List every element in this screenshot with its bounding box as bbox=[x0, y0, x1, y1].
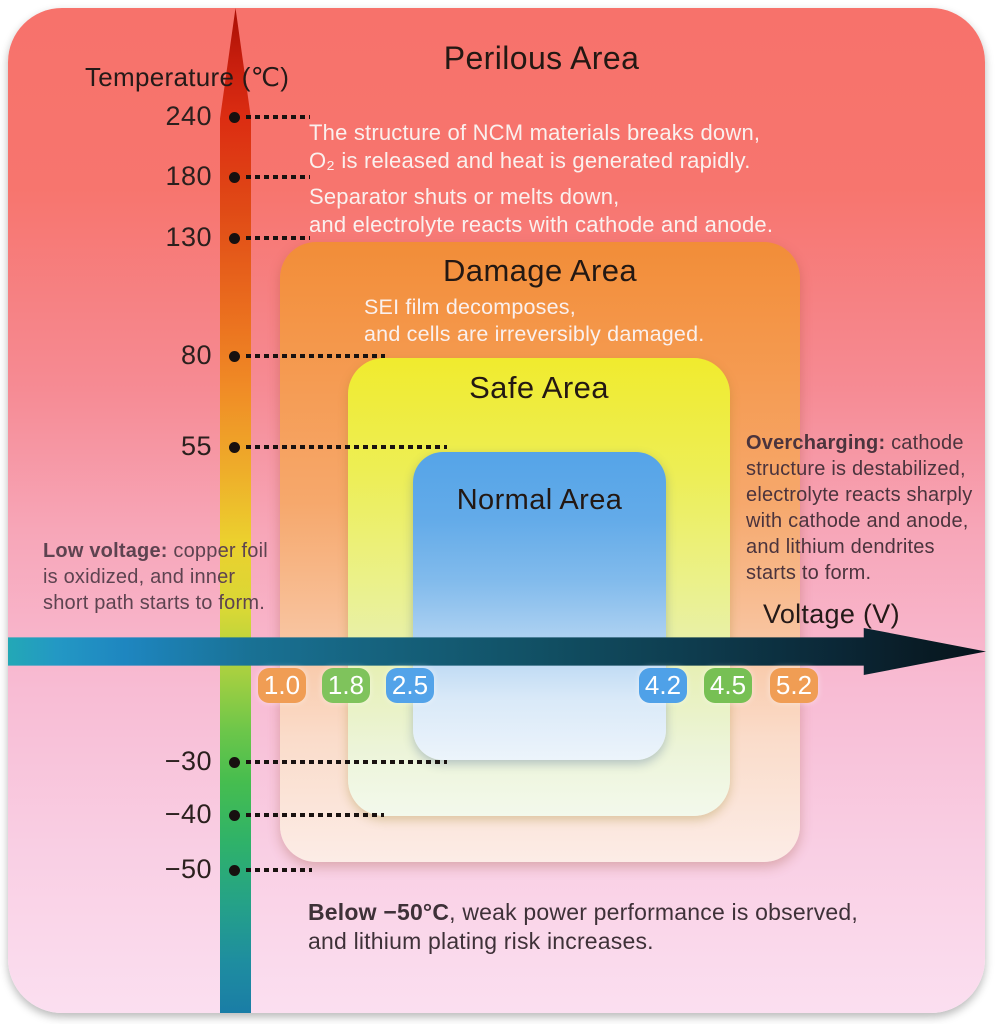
temp-tick-leader bbox=[246, 354, 385, 358]
note-line: SEI film decomposes, bbox=[364, 295, 576, 319]
temp-tick-leader bbox=[246, 813, 384, 817]
voltage-badge-1-0: 1.0 bbox=[258, 668, 306, 703]
temperature-axis-label: Temperature (℃) bbox=[85, 62, 290, 92]
temp-tick-label-130: 130 bbox=[165, 222, 212, 252]
temp-tick-leader bbox=[246, 445, 447, 449]
note-line: starts to form. bbox=[746, 562, 872, 584]
voltage-badge-1-8: 1.8 bbox=[322, 668, 370, 703]
temp-tick-dot bbox=[229, 442, 240, 453]
overcharging-note: Overcharging: cathode structure is desta… bbox=[746, 430, 996, 586]
temp-tick-label-minus30: −30 bbox=[164, 746, 212, 776]
temp-tick-leader bbox=[246, 175, 310, 179]
temp-tick-label-minus50: −50 bbox=[164, 854, 212, 884]
temperature-axis-arrow bbox=[220, 8, 251, 1013]
normal-area-region bbox=[413, 452, 666, 760]
temp-tick-label-80: 80 bbox=[180, 340, 212, 370]
damage-area-title: Damage Area bbox=[443, 253, 637, 288]
temp-tick-label-55: 55 bbox=[180, 431, 212, 461]
temp-tick-leader bbox=[246, 760, 447, 764]
note-line: Low voltage: copper foil bbox=[43, 540, 268, 562]
voltage-badge-5-2: 5.2 bbox=[770, 668, 818, 703]
note-line: with cathode and anode, bbox=[746, 510, 969, 532]
note-line: and lithium dendrites bbox=[746, 536, 935, 558]
safe-area-title: Safe Area bbox=[469, 370, 609, 405]
voltage-badge-4-2: 4.2 bbox=[639, 668, 687, 703]
voltage-axis-label: Voltage (V) bbox=[763, 599, 900, 629]
note-line: Separator shuts or melts down, bbox=[309, 184, 620, 209]
below-minus50-note: Below −50°C, weak power performance is o… bbox=[308, 898, 858, 956]
temp-tick-label-240: 240 bbox=[165, 101, 212, 131]
temp-tick-dot bbox=[229, 112, 240, 123]
temp-tick-dot bbox=[229, 351, 240, 362]
temp-tick-dot bbox=[229, 757, 240, 768]
temp-tick-leader bbox=[246, 236, 310, 240]
damage-note-sei: SEI film decomposes, and cells are irrev… bbox=[364, 294, 704, 348]
note-line: and lithium plating risk increases. bbox=[308, 928, 654, 954]
perilous-note-ncm: The structure of NCM materials breaks do… bbox=[309, 119, 760, 175]
note-line: Overcharging: cathode bbox=[746, 432, 964, 454]
temp-tick-leader bbox=[246, 115, 310, 119]
temp-tick-label-minus40: −40 bbox=[164, 799, 212, 829]
perilous-note-separator: Separator shuts or melts down, and elect… bbox=[309, 183, 773, 239]
normal-area-title: Normal Area bbox=[456, 484, 623, 516]
note-line: Below −50°C, weak power performance is o… bbox=[308, 899, 858, 925]
temp-tick-leader bbox=[246, 868, 312, 872]
low-voltage-note: Low voltage: copper foil is oxidized, an… bbox=[43, 538, 293, 616]
voltage-badge-4-5: 4.5 bbox=[704, 668, 752, 703]
temp-tick-dot bbox=[229, 865, 240, 876]
note-line: and electrolyte reacts with cathode and … bbox=[309, 212, 774, 237]
below-lead: Below −50°C bbox=[308, 899, 450, 925]
note-line: The structure of NCM materials breaks do… bbox=[309, 120, 761, 145]
overcharging-lead: Overcharging: bbox=[746, 432, 886, 454]
note-line: short path starts to form. bbox=[43, 592, 265, 614]
temp-tick-label-180: 180 bbox=[165, 161, 212, 191]
note-line: is oxidized, and inner bbox=[43, 566, 236, 588]
note-line: O₂ is released and heat is generated rap… bbox=[309, 148, 751, 173]
note-line: and cells are irreversibly damaged. bbox=[364, 322, 705, 346]
temp-tick-dot bbox=[229, 172, 240, 183]
note-line: electrolyte reacts sharply bbox=[746, 484, 973, 506]
temp-tick-dot bbox=[229, 233, 240, 244]
perilous-area-title: Perilous Area bbox=[443, 40, 640, 76]
low-voltage-lead: Low voltage: bbox=[43, 540, 168, 562]
note-line: structure is destabilized, bbox=[746, 458, 966, 480]
voltage-badge-2-5: 2.5 bbox=[386, 668, 434, 703]
temp-tick-dot bbox=[229, 810, 240, 821]
